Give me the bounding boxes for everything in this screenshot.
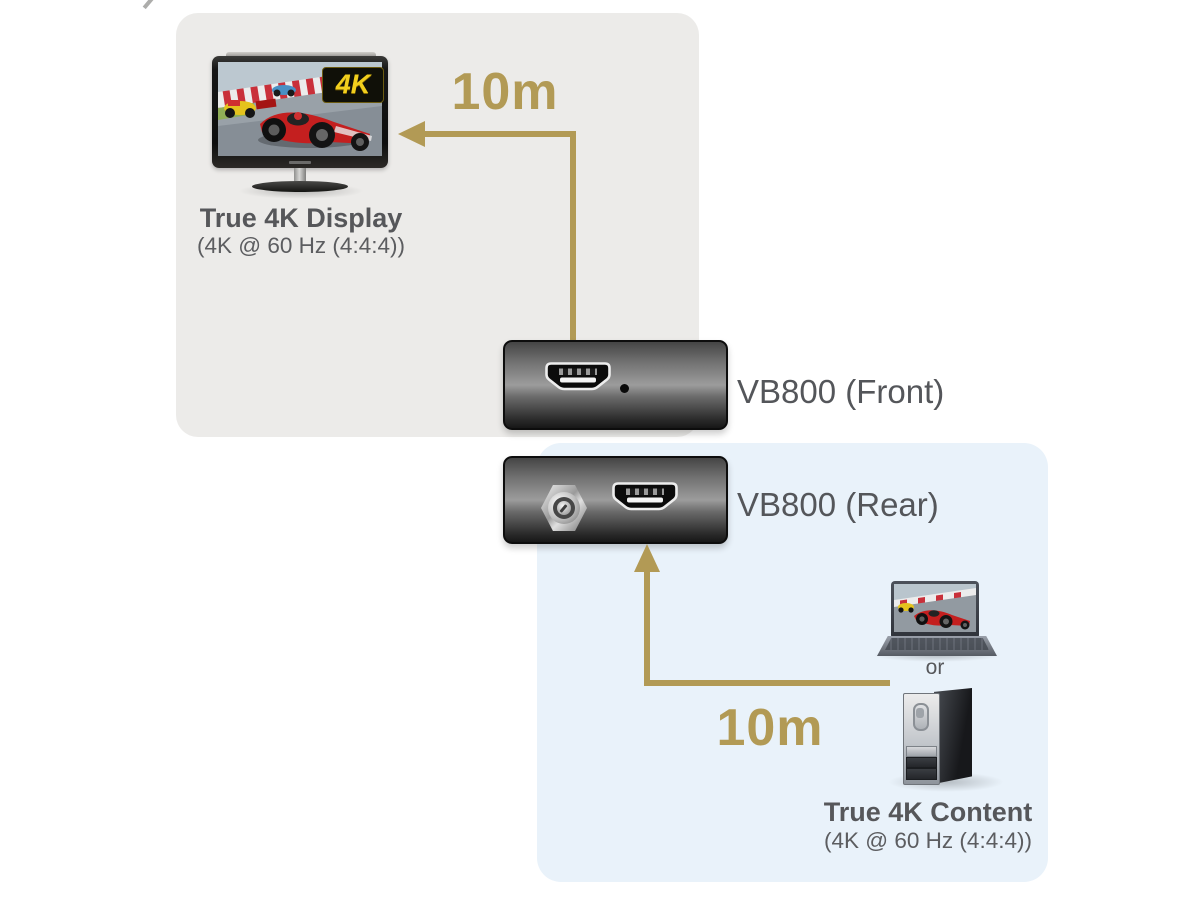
bottom-distance-label: 10m [716,699,824,757]
tower-side-panel [934,688,972,784]
tower-drive-strip [906,746,937,757]
tower-power-button [916,708,924,718]
source-title: True 4K Content [823,797,1033,827]
vb800-rear-label: VB800 (Rear) [737,486,939,523]
laptop-screen-image [894,584,976,632]
tower-bay-1 [906,757,937,768]
monitor-4k-badge: 4K [322,67,384,103]
display-title: True 4K Display [199,203,403,233]
bottom-arrow-vertical-line [644,570,650,686]
top-arrow-vertical-line [570,131,576,341]
monitor-stand-base [252,181,348,192]
source-subtitle: (4K @ 60 Hz (4:4:4)) [824,828,1032,853]
top-arrow-horizontal-line [423,131,576,137]
bottom-arrow-horizontal-line [644,680,890,686]
top-arrow-head-icon [398,121,425,147]
cropped-corner-mark [142,0,158,10]
display-subtitle: (4K @ 60 Hz (4:4:4)) [197,233,405,258]
vb800-front-device [503,340,728,430]
monitor-top-cap [226,52,376,58]
monitor-logo-mark [289,161,311,164]
laptop-keyboard [885,638,989,650]
monitor-stand-neck [294,168,306,183]
or-label: or [925,656,945,679]
bottom-arrow-head-icon [634,544,660,572]
vb800-front-label: VB800 (Front) [737,373,945,410]
rear-hdmi-port-icon [612,482,678,512]
front-hdmi-port-icon [545,362,611,392]
front-led-indicator [620,384,629,393]
top-distance-label: 10m [451,63,559,121]
tower-bay-2 [906,768,937,780]
